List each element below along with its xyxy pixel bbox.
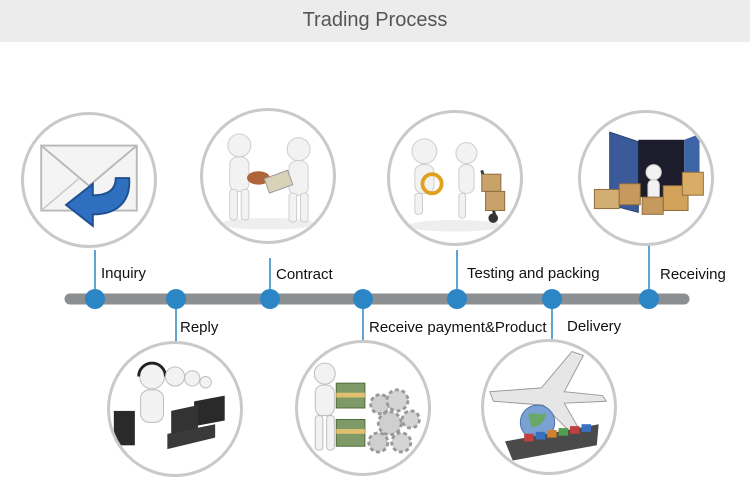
node-delivery [542, 289, 562, 309]
step-label-receiving: Receiving [660, 266, 726, 283]
step-image-receiving [578, 110, 714, 246]
header-bar: Trading Process [0, 0, 750, 42]
node-reply [166, 289, 186, 309]
node-contract [260, 289, 280, 309]
step-image-delivery [481, 339, 617, 475]
envelope-arrow-icon [40, 144, 138, 228]
step-image-contract [200, 108, 336, 244]
node-payment [353, 289, 373, 309]
step-label-testing: Testing and packing [467, 265, 600, 282]
container-boxes-icon [593, 131, 704, 215]
inspection-handtruck-icon [407, 138, 506, 232]
step-image-reply [107, 341, 243, 477]
step-image-inquiry [21, 112, 157, 248]
money-gears-icon [313, 362, 421, 454]
step-label-delivery: Delivery [567, 318, 622, 335]
call-center-icon [113, 361, 225, 450]
airplane-ship-icon [489, 351, 608, 461]
step-label-contract: Contract [276, 266, 333, 283]
node-testing [447, 289, 467, 309]
node-receiving [639, 289, 659, 309]
step-image-testing [387, 110, 523, 246]
node-inquiry [85, 289, 105, 309]
step-label-reply: Reply [180, 319, 219, 336]
step-image-payment [295, 340, 431, 476]
step-label-inquiry: Inquiry [101, 265, 147, 282]
handshake-document-icon [220, 133, 316, 230]
step-label-payment: Receive payment&Product [369, 319, 547, 336]
page-title: Trading Process [302, 9, 448, 31]
